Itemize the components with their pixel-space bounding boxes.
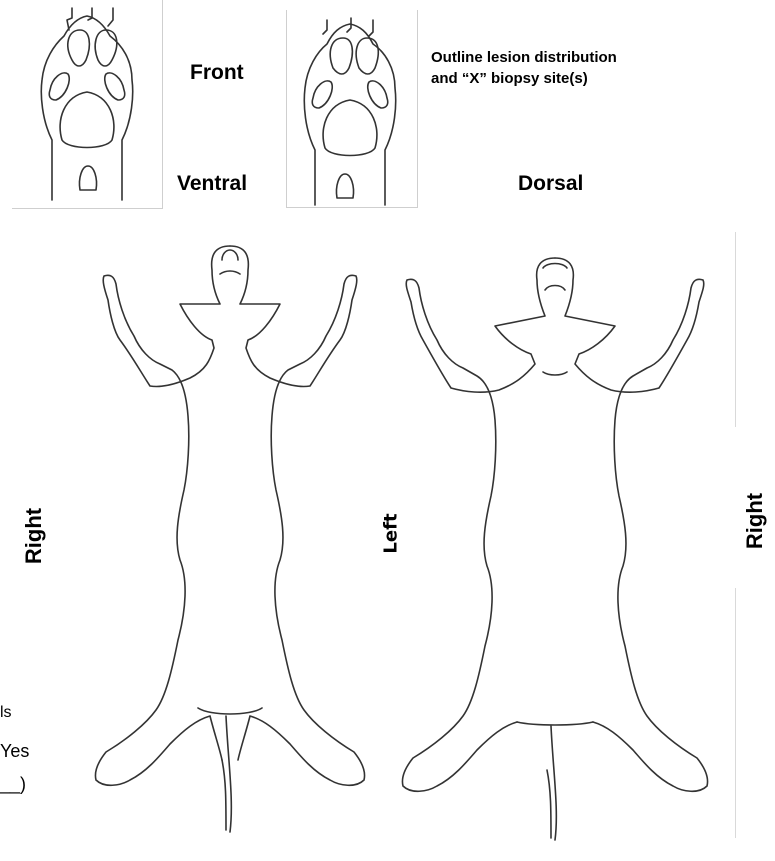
- right-label-right: Right: [742, 493, 768, 549]
- ventral-body-outline: [80, 240, 380, 840]
- right-divider-top: [735, 232, 736, 427]
- ventral-paw-outline: [12, 0, 162, 208]
- cutoff-text-1: ls: [0, 704, 12, 722]
- cutoff-text-2: Yes: [0, 741, 29, 762]
- front-label: Front: [190, 61, 244, 85]
- ventral-label: Ventral: [177, 172, 247, 196]
- ventral-paw-panel: [12, 0, 163, 209]
- right-divider-bottom: [735, 588, 736, 838]
- right-label-left: Right: [21, 508, 47, 564]
- dorsal-label: Dorsal: [518, 172, 583, 196]
- cutoff-text-3: __): [0, 774, 26, 795]
- dorsal-paw-panel: [286, 10, 418, 208]
- dorsal-paw-outline: [287, 10, 417, 207]
- instruction-line-1: Outline lesion distribution: [431, 48, 617, 68]
- dorsal-body-outline: [395, 240, 715, 840]
- instruction-line-2: and “X” biopsy site(s): [431, 69, 588, 89]
